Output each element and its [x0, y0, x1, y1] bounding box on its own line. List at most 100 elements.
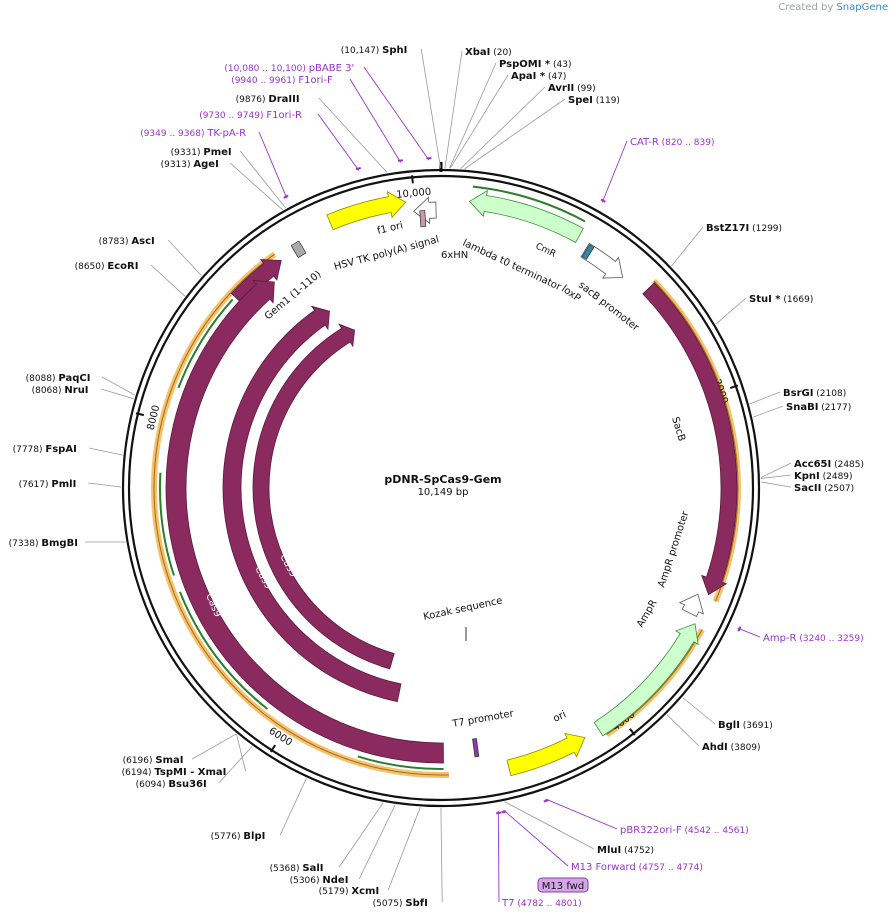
enzyme-line: [760, 474, 792, 479]
enzyme-line: [671, 226, 704, 267]
primer-line: [363, 66, 430, 161]
enzyme-label: PspOMI * (43): [499, 59, 572, 70]
t7-box: [472, 738, 480, 758]
enzyme-coord: (5179): [319, 887, 352, 897]
primer-name: F1ori-R: [266, 110, 302, 121]
primer-line: [349, 78, 402, 163]
enzyme-label: KpnI (2489): [794, 471, 853, 482]
enzyme-name: FspAI: [45, 444, 76, 455]
cas9-translation: [177, 298, 234, 389]
hsv-label: HSV TK poly(A) signal: [333, 234, 440, 273]
plasmid-name: pDNR-SpCas9-Gem: [384, 473, 501, 486]
enzyme-name: AhdI: [702, 742, 728, 753]
enzyme-name: DraIII: [268, 94, 299, 105]
enzyme-line: [236, 734, 246, 772]
enzyme-label: (9876) DraIII: [236, 94, 300, 105]
hsv-box: [290, 240, 307, 259]
snapgene-credit: Created by SnapGene: [778, 2, 888, 13]
tick-mark: [729, 384, 739, 390]
enzyme-coord: (6094): [136, 780, 169, 790]
enzyme-coord: (5368): [270, 864, 303, 874]
primer-name: pBR322ori-F: [620, 825, 682, 836]
primer-name: Amp-R: [763, 633, 797, 644]
enzyme-label: (8783) AscI: [99, 236, 155, 247]
enzyme-label: (6094) Bsu36I: [136, 779, 207, 790]
primer-label: (9730 .. 9749) F1ori-R: [199, 110, 302, 121]
ampr-promoter-label: AmpR promoter: [656, 509, 691, 589]
enzyme-coord: (8088): [26, 374, 59, 384]
enzyme-line: [449, 74, 509, 169]
primer-line: [737, 627, 761, 638]
enzyme-line: [666, 714, 700, 747]
enzyme-line: [440, 807, 443, 903]
enzyme-name: SpeI: [568, 95, 593, 106]
snapgene-brand: SnapGene: [836, 2, 888, 13]
primer-label: Amp-R (3240 .. 3259): [763, 633, 864, 644]
tick-mark: [269, 744, 276, 753]
enzyme-name: Acc65I: [794, 459, 831, 470]
ampr-promoter-arrow: [678, 593, 704, 618]
cmr-label: CmR: [534, 242, 558, 260]
enzyme-line: [449, 62, 497, 169]
enzyme-name: SalI: [302, 863, 323, 874]
enzyme-label: (9331) PmeI: [171, 147, 232, 158]
credit-prefix: Created by: [778, 2, 834, 13]
enzyme-label: AhdI (3809): [702, 742, 761, 753]
enzyme-label: (8650) EcoRI: [75, 261, 139, 272]
tick-label: 10,000: [396, 187, 432, 201]
enzyme-coord: (2485): [831, 460, 864, 470]
sacb-arrow: [642, 282, 738, 596]
ampr-label: AmpR: [635, 598, 659, 629]
cas9-arrow: [252, 323, 395, 670]
enzyme-name: SbfI: [405, 898, 427, 909]
band-sacb-line: [653, 280, 739, 602]
enzyme-label: MluI (4752): [597, 845, 654, 856]
primer-line: [497, 810, 500, 903]
cmr-translation: [472, 185, 586, 223]
enzyme-line: [420, 48, 441, 169]
enzyme-name: SphI: [382, 45, 407, 56]
enzyme-name: BmgBI: [41, 538, 78, 549]
enzyme-line: [150, 264, 186, 297]
enzyme-coord: (8650): [75, 262, 108, 272]
cas9-translation: [178, 591, 269, 710]
enzyme-coord: (8783): [99, 237, 132, 247]
enzyme-line: [101, 388, 134, 400]
enzyme-line: [444, 50, 463, 169]
enzyme-name: BlpI: [243, 831, 265, 842]
enzyme-line: [387, 807, 421, 891]
enzyme-label: (7617) PmlI: [19, 479, 77, 490]
primer-label: (9940 .. 9961) F1ori-F: [231, 75, 333, 86]
enzyme-label: ApaI * (47): [511, 71, 566, 82]
cas9-arrow: [165, 280, 444, 764]
enzyme-coord: (7617): [19, 480, 52, 490]
kozak-label: Kozak sequence: [422, 595, 503, 623]
primer-coord: (4542 .. 4561): [682, 826, 749, 836]
loxp-box: [581, 244, 595, 260]
enzyme-coord: (119): [593, 96, 620, 106]
enzyme-line: [460, 86, 546, 169]
enzyme-name: SacII: [794, 483, 821, 494]
enzyme-label: SacII (2507): [794, 483, 854, 494]
enzyme-name: BglI: [718, 720, 740, 731]
enzyme-label: (6194) TspMI - XmaI: [122, 767, 227, 778]
enzyme-label: SnaBI (2177): [786, 402, 851, 413]
primer-mark: [397, 159, 404, 162]
enzyme-line: [760, 462, 792, 479]
tick-mark: [135, 412, 145, 417]
enzyme-label: AvrII (99): [548, 83, 596, 94]
enzyme-name: AscI: [131, 236, 154, 247]
enzyme-name: XcmI: [351, 886, 379, 897]
enzyme-coord: (1669): [781, 295, 814, 305]
primer-line: [545, 798, 618, 830]
enzyme-name: BsrGI: [783, 388, 813, 399]
enzyme-coord: (2507): [821, 484, 854, 494]
enzyme-line: [338, 802, 384, 868]
enzyme-coord: (9313): [161, 160, 194, 170]
orange-bands: [151, 251, 741, 778]
primer-mark: [355, 166, 361, 171]
primer-mark: [600, 198, 606, 203]
enzyme-line: [464, 98, 566, 170]
primer-coord: (820 .. 839): [659, 138, 715, 148]
primer-mark: [501, 810, 507, 814]
